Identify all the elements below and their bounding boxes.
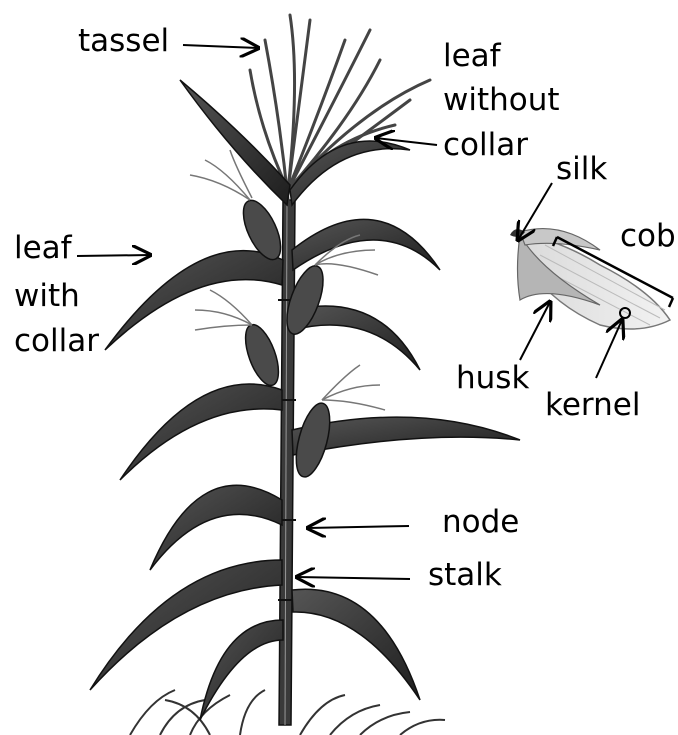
label-husk: husk [456,360,529,396]
husk-arrow [520,302,550,360]
label-leaf-with-collar-line1: leaf [14,230,72,266]
label-leaf-without-collar-line1: leaf [443,38,501,74]
label-leaf-with-collar-line2: with [14,278,80,314]
kernel-arrow [596,320,622,378]
label-cob: cob [620,218,676,254]
stalk-arrow [297,577,410,579]
tassel-arrow [183,45,258,48]
label-leaf-without-collar-line2: without [443,82,560,118]
label-kernel: kernel [545,387,640,423]
label-leaf-with-collar-line3: collar [14,323,99,359]
label-node: node [442,504,519,540]
label-leaf-without-collar-line3: collar [443,127,528,163]
node-arrow [308,526,409,528]
leaf-with-collar-arrow [77,255,150,256]
label-stalk: stalk [428,557,502,593]
label-tassel: tassel [78,23,169,59]
leaves [90,80,520,720]
label-silk: silk [556,151,607,187]
